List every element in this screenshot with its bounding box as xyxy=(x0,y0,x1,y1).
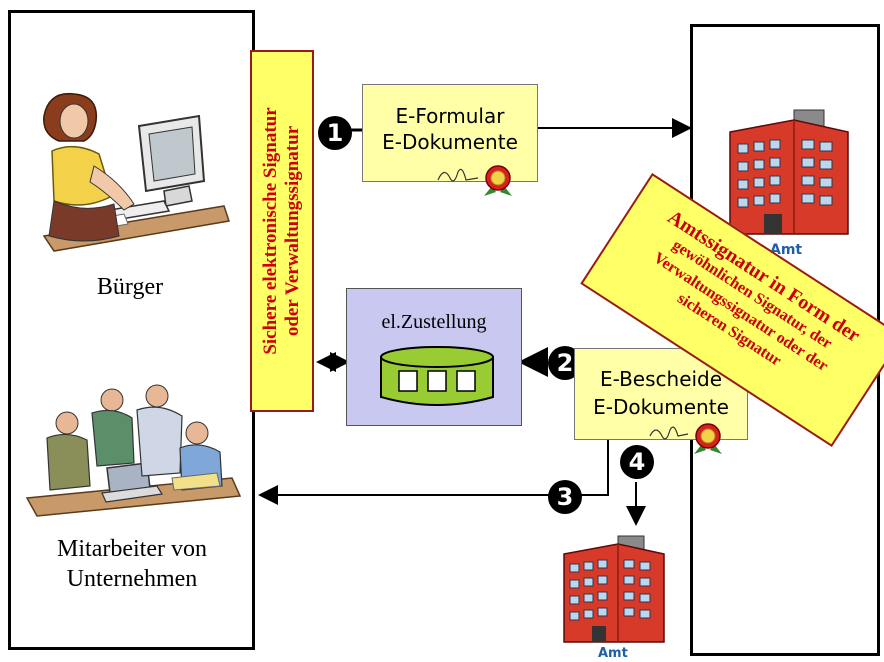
business-team-icon xyxy=(25,384,242,517)
step-1-badge: 1 xyxy=(318,116,352,150)
eform-line2: E-Dokumente xyxy=(382,130,518,154)
citizen-at-computer-icon xyxy=(42,92,230,252)
company-label: Mitarbeiter von Unternehmen xyxy=(22,534,242,594)
second-authority-building-icon xyxy=(563,535,665,643)
step-4-badge: 4 xyxy=(620,445,654,479)
authority-building-icon xyxy=(729,109,849,235)
decision-line1: E-Bescheide xyxy=(599,367,723,391)
decision-signature-seal-icon xyxy=(649,423,722,454)
decision-box: E-Bescheide E-Dokumente xyxy=(574,348,748,440)
electronic-delivery-box: el.Zustellung xyxy=(346,288,522,426)
eform-box: E-Formular E-Dokumente xyxy=(362,84,538,182)
storage-database-icon xyxy=(380,346,494,406)
signature-banner: Sichere elektronische Signatur oder Verw… xyxy=(250,50,314,412)
delivery-label: el.Zustellung xyxy=(381,311,487,333)
company-label-line2: Unternehmen xyxy=(66,566,198,592)
eform-line1: E-Formular xyxy=(395,104,505,128)
decision-line2: E-Dokumente xyxy=(593,395,729,419)
signature-seal-icon xyxy=(437,165,512,196)
company-label-line1: Mitarbeiter von xyxy=(57,536,207,562)
step-3-badge: 3 xyxy=(548,480,582,514)
citizen-label: Bürger xyxy=(96,274,164,300)
bottom-building-label: Amt xyxy=(598,646,628,661)
